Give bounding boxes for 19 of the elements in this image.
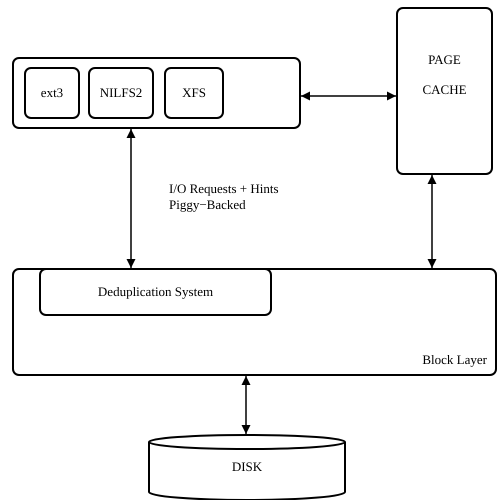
component-box xyxy=(164,67,224,119)
node-label: XFS xyxy=(182,85,206,101)
double-arrow xyxy=(301,92,396,100)
component-box xyxy=(39,268,272,316)
file-system-group-box xyxy=(12,57,301,129)
node-label: PAGE CACHE xyxy=(421,51,468,99)
component-box xyxy=(24,67,80,119)
node-label: ext3 xyxy=(40,85,64,101)
double-arrow xyxy=(242,376,250,434)
node-label: DISK xyxy=(232,459,262,475)
node-label: Deduplication System xyxy=(98,284,214,300)
node-label: Block Layer xyxy=(422,352,487,368)
component-box xyxy=(396,7,493,175)
block-layer-box xyxy=(12,268,497,376)
node-label: NILFS2 xyxy=(100,85,142,101)
double-arrow xyxy=(428,175,436,268)
edge-label: I/O Requests + Hints Piggy−Backed xyxy=(169,181,280,213)
component-box xyxy=(88,67,154,119)
double-arrow xyxy=(126,129,136,268)
